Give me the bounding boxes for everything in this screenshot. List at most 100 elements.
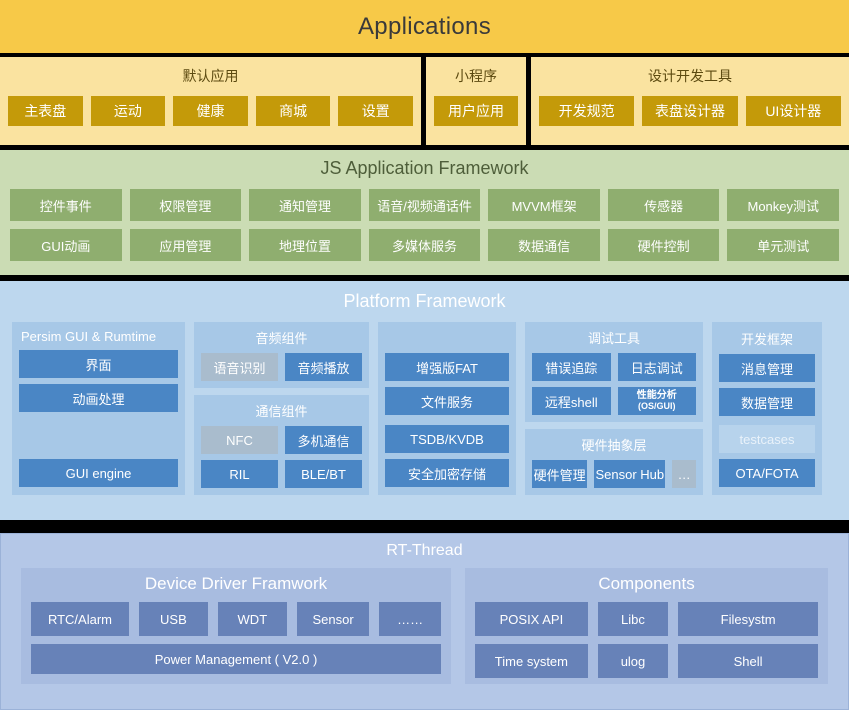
ddf-chip-usb[interactable]: USB — [138, 602, 208, 636]
app-chip-settings[interactable]: 设置 — [338, 96, 413, 126]
ddf-chip-more[interactable]: …… — [379, 602, 442, 636]
comms-chip-row-1: NFC 多机通信 — [201, 426, 362, 454]
platform-subpanel-debug-tools: 调试工具 错误追踪 日志调试 远程shell 性能分析 (OS/GUI) — [525, 322, 703, 422]
comms-chip-nfc[interactable]: NFC — [201, 426, 278, 454]
components-grid: POSIX API Time system Libc ulog Filesyst… — [475, 602, 819, 678]
audio-chip-row: 语音识别 音频播放 — [201, 353, 362, 381]
components-col-3: Filesystm Shell — [678, 602, 819, 678]
storage-spacer — [385, 415, 509, 425]
platform-framework-columns: Persim GUI & Rumtime 界面 动画处理 GUI engine … — [0, 322, 849, 507]
component-chip-libc[interactable]: Libc — [597, 602, 669, 636]
persim-chip-stack: 界面 动画处理 — [19, 350, 178, 412]
devfw-chip-stack-top: 消息管理 数据管理 — [719, 354, 815, 416]
platform-column-dev-framework: 开发框架 消息管理 数据管理 testcases OTA/FOTA — [712, 322, 822, 495]
app-chip-ui-designer[interactable]: UI设计器 — [745, 96, 841, 126]
js-chip-gui-animation[interactable]: GUI动画 — [10, 229, 122, 261]
devfw-chip-data-mgmt[interactable]: 数据管理 — [719, 388, 815, 416]
app-chip-health[interactable]: 健康 — [173, 96, 248, 126]
hal-chip-hardware-mgmt[interactable]: 硬件管理 — [532, 460, 588, 488]
js-chip-permission-mgmt[interactable]: 权限管理 — [129, 189, 242, 221]
persim-spacer — [19, 412, 178, 459]
audio-chip-speech-recognition[interactable]: 语音识别 — [201, 353, 278, 381]
component-chip-ulog[interactable]: ulog — [597, 644, 669, 678]
ddf-chip-rtc-alarm[interactable]: RTC/Alarm — [31, 602, 129, 636]
debug-chip-log-debug[interactable]: 日志调试 — [617, 353, 696, 381]
component-chip-posix-api[interactable]: POSIX API — [475, 602, 588, 636]
js-chip-sensor[interactable]: 传感器 — [607, 189, 720, 221]
platform-column-audio-comms: 音频组件 语音识别 音频播放 通信组件 NFC 多机通信 RIL — [194, 322, 369, 495]
js-chip-data-communication[interactable]: 数据通信 — [488, 229, 600, 261]
comms-chip-multi-device[interactable]: 多机通信 — [285, 426, 362, 454]
debug-chip-row-2: 远程shell 性能分析 (OS/GUI) — [532, 387, 696, 415]
rt-thread-title: RT-Thread — [386, 542, 463, 559]
app-chip-watchface-designer[interactable]: 表盘设计器 — [642, 96, 738, 126]
applications-groups-row: 默认应用 主表盘 运动 健康 商城 设置 小程序 用户应用 设计开发工具 开发规… — [0, 57, 849, 145]
debug-chip-performance-analysis[interactable]: 性能分析 (OS/GUI) — [617, 387, 696, 415]
js-framework-row-2: GUI动画 应用管理 地理位置 多媒体服务 数据通信 硬件控制 单元测试 — [0, 229, 849, 269]
column-title: Components — [598, 574, 695, 593]
platform-subpanel-comms: 通信组件 NFC 多机通信 RIL BLE/BT — [194, 395, 369, 495]
group-chip-list: 开发规范 表盘设计器 UI设计器 — [531, 96, 849, 126]
application-group-default-apps: 默认应用 主表盘 运动 健康 商城 设置 — [0, 57, 421, 145]
js-chip-hardware-control[interactable]: 硬件控制 — [607, 229, 720, 261]
component-chip-shell[interactable]: Shell — [678, 644, 819, 678]
subpanel-title: 通信组件 — [255, 404, 308, 419]
storage-chip-enhanced-fat[interactable]: 增强版FAT — [385, 353, 509, 381]
storage-chip-tsdb-kvdb[interactable]: TSDB/KVDB — [385, 425, 509, 453]
subpanel-title: 调试工具 — [587, 331, 640, 346]
platform-column-debug-hal: 调试工具 错误追踪 日志调试 远程shell 性能分析 (OS/GUI) — [525, 322, 703, 495]
storage-group-a: 增强版FAT 文件服务 — [385, 353, 509, 415]
group-title: 小程序 — [455, 68, 497, 84]
debug-chip-error-trace[interactable]: 错误追踪 — [532, 353, 611, 381]
hal-chip-row: 硬件管理 Sensor Hub … — [532, 460, 696, 488]
ddf-chip-sensor[interactable]: Sensor — [296, 602, 370, 636]
js-chip-notification-mgmt[interactable]: 通知管理 — [249, 189, 361, 221]
persim-chip-animation[interactable]: 动画处理 — [19, 384, 178, 412]
js-chip-app-mgmt[interactable]: 应用管理 — [129, 229, 242, 261]
debug-chip-stack: 错误追踪 日志调试 远程shell 性能分析 (OS/GUI) — [532, 353, 696, 415]
app-chip-sport[interactable]: 运动 — [90, 96, 166, 126]
perf-main-label: 性能分析 — [636, 390, 677, 402]
platform-framework-title: Platform Framework — [343, 291, 506, 311]
devfw-chip-testcases[interactable]: testcases — [719, 425, 815, 453]
app-chip-dev-spec[interactable]: 开发规范 — [539, 96, 635, 126]
component-chip-time-system[interactable]: Time system — [475, 644, 588, 678]
js-chip-geolocation[interactable]: 地理位置 — [249, 229, 361, 261]
application-group-design-tools: 设计开发工具 开发规范 表盘设计器 UI设计器 — [531, 57, 849, 145]
devfw-chip-ota-fota[interactable]: OTA/FOTA — [719, 459, 815, 487]
storage-chip-secure-storage[interactable]: 安全加密存储 — [385, 459, 509, 487]
js-chip-unit-test[interactable]: 单元测试 — [727, 229, 840, 261]
rt-column-components: Components POSIX API Time system Libc ul… — [465, 568, 828, 684]
hal-chip-more[interactable]: … — [672, 460, 696, 488]
component-chip-filesystem[interactable]: Filesystm — [678, 602, 819, 636]
js-chip-mvvm-framework[interactable]: MVVM框架 — [488, 189, 600, 221]
hal-chip-sensor-hub[interactable]: Sensor Hub — [594, 460, 666, 488]
devfw-chip-stack-bottom: testcases OTA/FOTA — [719, 425, 815, 487]
app-chip-main-watchface[interactable]: 主表盘 — [8, 96, 83, 126]
components-col-1: POSIX API Time system — [475, 602, 588, 678]
devfw-chip-message-mgmt[interactable]: 消息管理 — [719, 354, 815, 382]
platform-column-persim-gui: Persim GUI & Rumtime 界面 动画处理 GUI engine — [12, 322, 185, 495]
platform-column-storage: 增强版FAT 文件服务 TSDB/KVDB 安全加密存储 — [378, 322, 516, 495]
comms-chip-stack: NFC 多机通信 RIL BLE/BT — [201, 426, 362, 488]
js-chip-multimedia-service[interactable]: 多媒体服务 — [368, 229, 481, 261]
perf-sub-label: (OS/GUI) — [638, 400, 676, 411]
comms-chip-row-2: RIL BLE/BT — [201, 460, 362, 488]
rt-thread-band: RT-Thread Device Driver Framwork RTC/Ala… — [0, 533, 849, 710]
group-title: 默认应用 — [182, 68, 239, 84]
storage-chip-file-service[interactable]: 文件服务 — [385, 387, 509, 415]
ddf-chip-power-management[interactable]: Power Management ( V2.0 ) — [31, 644, 442, 674]
ddf-chip-wdt[interactable]: WDT — [217, 602, 287, 636]
debug-chip-remote-shell[interactable]: 远程shell — [532, 387, 611, 415]
comms-chip-ble-bt[interactable]: BLE/BT — [285, 460, 362, 488]
app-chip-user-app[interactable]: 用户应用 — [434, 96, 518, 126]
app-chip-store[interactable]: 商城 — [255, 96, 331, 126]
persim-chip-gui-engine[interactable]: GUI engine — [19, 459, 178, 487]
js-chip-voice-video-call[interactable]: 语音/视频通话件 — [368, 189, 481, 221]
audio-chip-audio-playback[interactable]: 音频播放 — [285, 353, 362, 381]
comms-chip-ril[interactable]: RIL — [201, 460, 278, 488]
persim-chip-ui[interactable]: 界面 — [19, 350, 178, 378]
js-chip-monkey-test[interactable]: Monkey测试 — [727, 189, 840, 221]
platform-subpanel-hal: 硬件抽象层 硬件管理 Sensor Hub … — [525, 429, 703, 495]
js-chip-widget-events[interactable]: 控件事件 — [10, 189, 122, 221]
